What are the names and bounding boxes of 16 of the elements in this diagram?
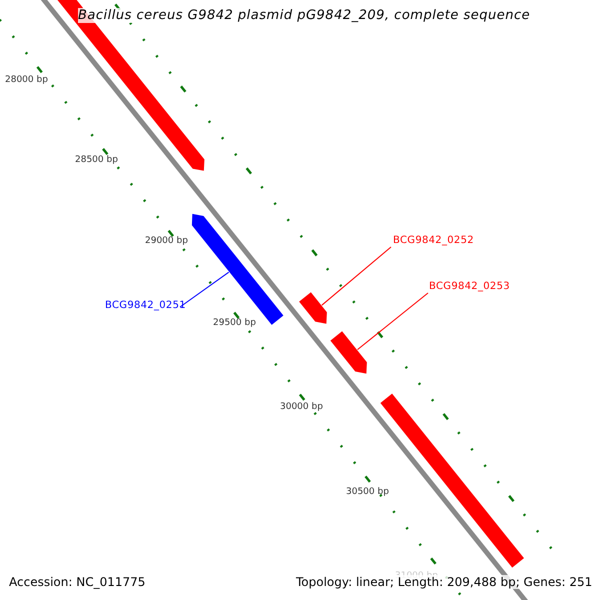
- gene-feature: [380, 394, 524, 568]
- scale-label: 30500 bp: [346, 487, 389, 497]
- gene-label: BCG9842_0251: [105, 300, 186, 311]
- gene-feature: [330, 331, 367, 374]
- leader-line: [180, 272, 230, 308]
- footer-text: Accession: NC_011775: [9, 575, 146, 589]
- leader-line: [356, 292, 428, 350]
- gene-label: BCG9842_0253: [429, 281, 510, 292]
- scale-label: 29500 bp: [213, 318, 256, 328]
- gene-feature: [299, 292, 327, 324]
- scale-label: 28500 bp: [75, 155, 118, 165]
- gene-feature: [192, 214, 284, 325]
- leader-line: [321, 246, 392, 306]
- gene-label: BCG9842_0252: [393, 235, 474, 246]
- title: Bacillus cereus G9842 plasmid pG9842_209, complete sequence: [78, 8, 530, 23]
- scale-label: 28000 bp: [5, 75, 48, 85]
